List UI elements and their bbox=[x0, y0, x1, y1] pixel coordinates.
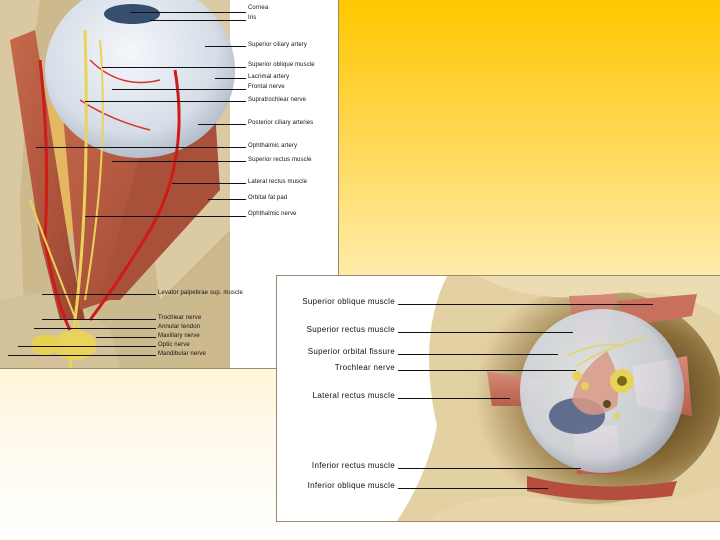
leader-line bbox=[198, 124, 246, 125]
label-orbital-fat-pad: Orbital fat pad bbox=[248, 195, 287, 202]
label-trochlear-nerve: Trochlear nerve bbox=[158, 315, 201, 322]
leader-line bbox=[398, 354, 558, 355]
leader-line bbox=[205, 46, 246, 47]
leader-line bbox=[96, 337, 156, 338]
label-maxillary-nerve: Maxillary nerve bbox=[158, 333, 200, 340]
leader-line bbox=[172, 183, 246, 184]
leader-line bbox=[398, 468, 581, 469]
leader-line bbox=[102, 67, 246, 68]
label-superior-rectus-muscle: Superior rectus muscle bbox=[248, 157, 312, 164]
leader-line bbox=[85, 216, 246, 217]
leader-line bbox=[34, 328, 156, 329]
label-lateral-rectus-muscle: Lateral rectus muscle bbox=[248, 179, 307, 186]
label-iris: Iris bbox=[248, 15, 256, 22]
leader-line bbox=[215, 78, 246, 79]
leader-line bbox=[398, 398, 510, 399]
label-inferior-oblique-muscle: Inferior oblique muscle bbox=[308, 481, 395, 491]
label-posterior-ciliary-arteries: Posterior ciliary arteries bbox=[248, 120, 313, 127]
label-superior-oblique-muscle-anterior: Superior oblique muscle bbox=[302, 297, 395, 307]
label-superior-ciliary-artery: Superior ciliary artery bbox=[248, 42, 307, 49]
label-ophthalmic-nerve: Ophthalmic nerve bbox=[248, 211, 297, 218]
leader-line bbox=[112, 161, 246, 162]
label-optic-nerve: Optic nerve bbox=[158, 342, 190, 349]
leader-line bbox=[208, 199, 246, 200]
label-superior-oblique-muscle: Superior oblique muscle bbox=[248, 62, 315, 69]
label-trochlear-nerve-anterior: Trochlear nerve bbox=[335, 363, 395, 373]
label-mandibular-nerve: Mandibular nerve bbox=[158, 351, 206, 358]
leader-line bbox=[42, 319, 156, 320]
leader-line bbox=[398, 304, 653, 305]
leader-line bbox=[85, 101, 246, 102]
leader-line bbox=[112, 89, 246, 90]
leader-line bbox=[36, 147, 246, 148]
label-annular-tendon: Annular tendon bbox=[158, 324, 200, 331]
label-levator-palpebrae-superioris-muscle: Levator palpebrae sup. muscle bbox=[158, 290, 243, 297]
label-lateral-rectus-muscle-anterior: Lateral rectus muscle bbox=[313, 391, 395, 401]
leader-line bbox=[42, 294, 156, 295]
label-ophthalmic-artery: Ophthalmic artery bbox=[248, 143, 297, 150]
label-lacrimal-artery: Lacrimal artery bbox=[248, 74, 289, 81]
orbit-anterior-view-figure: Superior oblique muscle Superior rectus … bbox=[276, 275, 720, 522]
label-superior-orbital-fissure: Superior orbital fissure bbox=[308, 347, 395, 357]
label-supratrochlear-nerve: Supratrochlear nerve bbox=[248, 97, 306, 104]
leader-line bbox=[398, 370, 576, 371]
leader-line bbox=[130, 12, 246, 13]
leader-line bbox=[398, 332, 573, 333]
label-cornea: Cornea bbox=[248, 5, 268, 12]
label-superior-rectus-muscle-anterior: Superior rectus muscle bbox=[307, 325, 395, 335]
leader-line bbox=[18, 346, 156, 347]
label-inferior-rectus-muscle: Inferior rectus muscle bbox=[312, 461, 395, 471]
leader-line bbox=[150, 20, 246, 21]
leader-line bbox=[8, 355, 156, 356]
label-frontal-nerve: Frontal nerve bbox=[248, 84, 285, 91]
leader-line bbox=[398, 488, 548, 489]
